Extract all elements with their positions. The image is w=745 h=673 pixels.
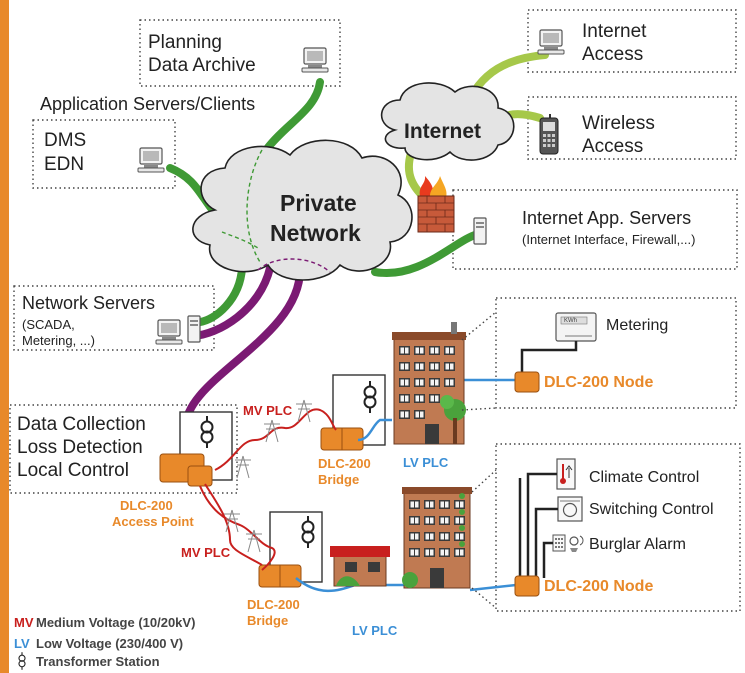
private-network-label-1: Private <box>280 190 357 216</box>
internet-access-computer-icon <box>537 29 565 55</box>
internet-app-servers-box <box>452 189 738 270</box>
link-network-servers-purple <box>189 264 274 340</box>
mv-line-top <box>214 408 337 471</box>
planning-box <box>139 19 341 87</box>
alarm-keypad-icon <box>552 534 584 552</box>
metering-label: Metering <box>606 317 669 334</box>
legend-mv-key: MV <box>14 615 34 630</box>
internet-cloud-label: Internet <box>404 120 482 143</box>
internet-access-label-1: Internet <box>582 21 647 42</box>
switching-control-label: Switching Control <box>589 501 714 518</box>
network-servers-sublabel-1: (SCADA, <box>22 317 75 332</box>
wireless-access-box <box>527 96 737 160</box>
legend-transformer-text: Transformer Station <box>36 654 160 669</box>
washing-machine-icon <box>557 496 583 522</box>
bridge-top-label-2: Bridge <box>318 472 360 487</box>
access-point-label-1: DLC-200 <box>120 498 173 513</box>
local-control-label: Local Control <box>17 460 129 481</box>
network-servers-label: Network Servers <box>22 293 156 313</box>
dms-label: DMS <box>44 130 87 151</box>
bridge-bottom-cabinet <box>258 511 323 588</box>
house <box>330 546 390 587</box>
network-servers-sublabel-2: Metering, ...) <box>22 333 95 348</box>
data-collection-label: Data Collection <box>17 414 146 435</box>
network-servers-box <box>13 285 215 351</box>
dlc-node-bottom-label: DLC-200 Node <box>544 578 654 595</box>
meter-display-text: KWh <box>564 318 578 324</box>
firewall-icon <box>417 176 455 233</box>
planning-computer-icon <box>301 47 329 73</box>
data-collection-box <box>9 404 238 494</box>
bridge-top-label-1: DLC-200 <box>318 456 371 471</box>
dlc-node-bottom-device <box>514 575 540 597</box>
mv-line-loop <box>204 483 263 566</box>
apartment-building-top <box>392 322 466 445</box>
lv-plc-bottom-label: LV PLC <box>352 623 398 638</box>
home-box <box>495 443 741 612</box>
bridge-bottom-label-2: Bridge <box>247 613 289 628</box>
loss-detection-label: Loss Detection <box>17 437 143 458</box>
network-servers-tower-icon <box>187 315 201 343</box>
metering-box <box>495 297 737 409</box>
internet-access-label-2: Access <box>582 44 644 65</box>
dlc-node-top-device <box>514 371 540 393</box>
planning-label-2: Data Archive <box>148 55 256 76</box>
app-servers-heading: Application Servers/Clients <box>40 94 256 114</box>
legend-mv-text: Medium Voltage (10/20kV) <box>36 615 196 630</box>
legend-lv-text: Low Voltage (230/400 V) <box>36 636 184 651</box>
private-network-cloud <box>192 139 413 281</box>
dms-computer-icon <box>137 147 165 173</box>
left-accent-bar <box>0 0 9 673</box>
access-point-label-2: Access Point <box>112 514 194 529</box>
legend-lv-key: LV <box>14 636 30 651</box>
private-network-label-2: Network <box>270 220 361 246</box>
legend-transformer: Transformer Station <box>14 654 160 669</box>
internet-cloud <box>380 82 515 161</box>
apartment-building-bottom <box>402 487 472 589</box>
lv-plc-top-label: LV PLC <box>403 455 449 470</box>
climate-control-label: Climate Control <box>589 469 700 486</box>
internet-app-servers-label: Internet App. Servers <box>522 208 692 228</box>
mv-plc-top-label: MV PLC <box>243 403 293 418</box>
internet-app-server-icon <box>473 217 487 245</box>
home-wiring <box>518 472 558 578</box>
thermometer-icon <box>556 458 576 490</box>
dlc-node-top-label: DLC-200 Node <box>544 374 654 391</box>
burglar-alarm-label: Burglar Alarm <box>589 536 686 553</box>
lv-line-home <box>469 583 517 592</box>
dms-box <box>32 119 176 189</box>
link-internet-app <box>371 230 482 278</box>
planning-label-1: Planning <box>148 32 222 53</box>
network-servers-computer-icon <box>155 319 183 345</box>
link-network-servers-green <box>196 264 246 326</box>
metering-wire <box>520 341 578 376</box>
wireless-access-label-2: Access <box>582 136 644 157</box>
internet-app-servers-sublabel: (Internet Interface, Firewall,...) <box>522 232 696 247</box>
mobile-phone-icon <box>539 114 559 155</box>
wireless-access-label-1: Wireless <box>582 113 655 134</box>
access-point-cabinet <box>159 411 233 487</box>
mv-plc-bottom-label: MV PLC <box>181 545 231 560</box>
lv-line-top <box>357 418 392 442</box>
bridge-top-cabinet <box>320 374 386 451</box>
bridge-bottom-label-1: DLC-200 <box>247 597 300 612</box>
internet-access-box <box>527 9 737 73</box>
edn-label: EDN <box>44 154 85 175</box>
legend-lv: LV Low Voltage (230/400 V) <box>14 636 183 651</box>
